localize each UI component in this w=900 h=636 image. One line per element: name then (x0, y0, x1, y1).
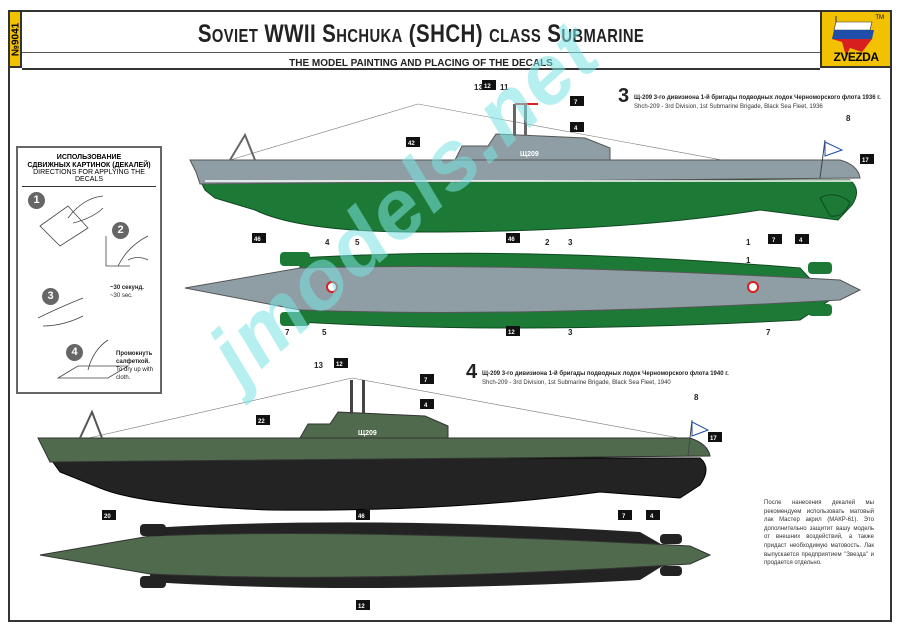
instructions-heading-ru-2: СДВИЖНЫХ КАРТИНОК (ДЕКАЛЕЙ) (27, 162, 151, 169)
brand-name: ZVEZDA (833, 50, 880, 64)
scheme4-side-view: Щ209 (37, 377, 711, 511)
callout-label: 3 (568, 328, 573, 337)
trademark: TM (875, 15, 884, 21)
step-1-badge: 1 (28, 192, 45, 209)
star-callout: 12 (484, 84, 491, 90)
callout-label: 8 (694, 393, 699, 402)
scheme3-caption: 3 Щ-209 3-го дивизиона 1-й бригады подво… (618, 86, 881, 112)
scheme4-number: 4 (466, 361, 478, 383)
callout-label: 7 (285, 328, 290, 337)
callout-label: 2 (545, 238, 550, 247)
page-subtitle: THE MODEL PAINTING AND PLACING OF THE DE… (289, 58, 553, 69)
scheme3-caption-en: Shch-209 - 3rd Division, 1st Submarine B… (634, 104, 823, 110)
decal-sheet-icon (39, 205, 89, 247)
star-callout: 12 (508, 330, 515, 336)
step2-time-en: ~30 sec. (110, 293, 133, 299)
scheme3-callouts: 13 11 8 5 3 1 4 2 1 7 5 3 7 (285, 83, 851, 337)
star-callout: 46 (254, 237, 261, 243)
star-callout: 22 (258, 419, 265, 425)
scheme3-caption-ru: Щ-209 3-го дивизиона 1-й бригады подводн… (634, 95, 881, 101)
star-callout: 46 (358, 514, 365, 520)
star-callout: 4 (424, 403, 428, 409)
star-callout: 46 (508, 237, 515, 243)
callout-label: 1 (746, 256, 751, 265)
varnish-note: После нанесения декалей мы рекомендуем и… (764, 500, 874, 567)
callout-label: 8 (846, 114, 851, 123)
header-divider (22, 52, 820, 53)
scheme4-callouts: 13 8 (314, 361, 699, 402)
callout-label: 1 (746, 238, 751, 247)
star-callout: 4 (799, 238, 803, 244)
step2-time-ru: ~30 секунд. (110, 285, 144, 291)
instruction-illustrations (37, 195, 149, 379)
scheme3-top-view (184, 252, 862, 329)
star-callout: 20 (104, 514, 111, 520)
tweezers-icon (106, 235, 149, 267)
scheme4-star-callouts: 12 7 4 22 17 7 4 20 46 12 (102, 358, 722, 610)
scheme3-side-view: Щ209 (189, 103, 861, 233)
callout-label: 13 (314, 361, 323, 370)
zvezda-logo: TM ZVEZDA (820, 10, 892, 68)
star-callout: 4 (650, 514, 654, 520)
star-callout: 7 (574, 100, 578, 106)
page-title: Soviet WWII Shchuka (SHCH) class Submari… (197, 20, 645, 48)
star-callout: 42 (408, 141, 415, 147)
decal-instructions: ИСПОЛЬЗОВАНИЕ СДВИЖНЫХ КАРТИНОК (ДЕКАЛЕЙ… (16, 146, 162, 394)
scheme4-caption-en: Shch-209 - 3rd Division, 1st Submarine B… (482, 380, 671, 386)
star-callout: 12 (336, 362, 343, 368)
callout-label: 3 (568, 238, 573, 247)
roundel-icon (747, 281, 759, 293)
scheme3-number: 3 (618, 85, 630, 107)
star-callout: 7 (772, 238, 776, 244)
star-callout: 4 (574, 126, 578, 132)
hand-icon (67, 195, 104, 224)
scheme4-top-view (39, 522, 712, 589)
step4-ru-2: салфеткой. (116, 359, 150, 365)
step-2-badge: 2 (112, 222, 129, 239)
step-3-badge: 3 (42, 288, 59, 305)
star-callout: 17 (710, 436, 717, 442)
instructions-heading-en: DIRECTIONS FOR APPLYING THE DECALS (22, 169, 156, 187)
slide-decal-icon (37, 297, 84, 327)
star-callout: 7 (424, 378, 428, 384)
star-callout: 12 (358, 604, 365, 610)
instructions-heading-ru: ИСПОЛЬЗОВАНИЕ (56, 154, 122, 161)
header: Soviet WWII Shchuka (SHCH) class Submari… (22, 10, 820, 70)
star-callout: 7 (622, 514, 626, 520)
kit-number-tab: №9041 (8, 10, 22, 68)
sheet-frame (8, 10, 892, 622)
callout-label: 5 (322, 328, 327, 337)
step4-ru-1: Промокнуть (116, 351, 153, 357)
step4-en-2: cloth. (116, 375, 131, 381)
scheme3-hull-number: Щ209 (520, 151, 539, 158)
callout-label: 11 (500, 83, 509, 92)
blot-cloth-icon (56, 339, 130, 379)
callout-label: 4 (325, 238, 330, 247)
step4-en-1: To dry up with (116, 367, 154, 373)
scheme4-hull-number: Щ209 (358, 430, 377, 437)
callout-label: 7 (766, 328, 771, 337)
flag-star-icon (832, 16, 874, 56)
callout-label: 5 (355, 238, 360, 247)
scheme4-caption-ru: Щ-209 3-го дивизиона 1-й бригады подводн… (482, 371, 729, 377)
star-callout: 17 (862, 158, 869, 164)
scheme3-star-callouts: 12 7 4 42 17 7 4 46 46 12 (252, 80, 874, 336)
callout-label: 13 (474, 83, 483, 92)
roundel-icon (326, 281, 338, 293)
scheme4-caption: 4 Щ-209 3-го дивизиона 1-й бригады подво… (466, 362, 729, 388)
step-4-badge: 4 (66, 344, 83, 361)
